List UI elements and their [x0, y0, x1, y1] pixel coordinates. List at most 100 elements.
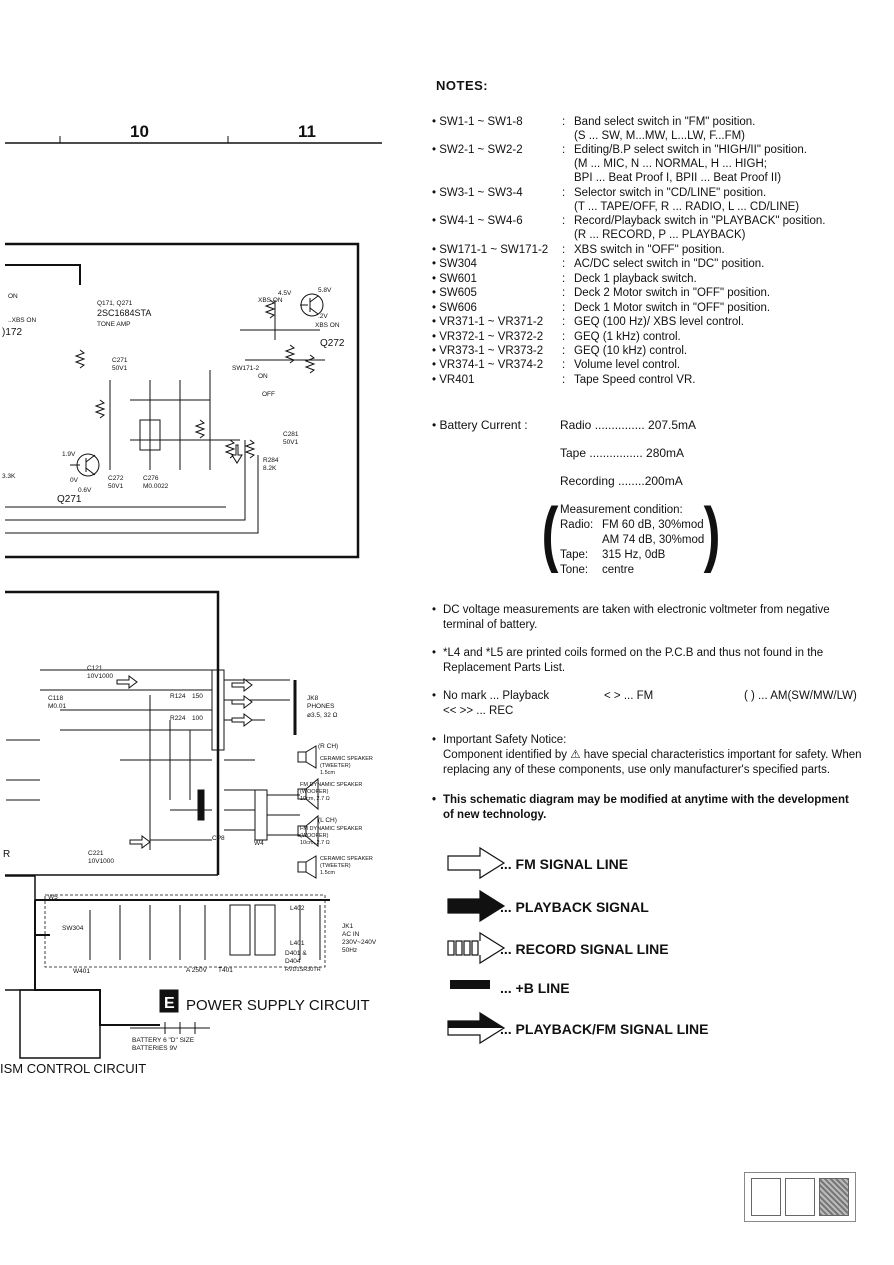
column-10-label: 10: [130, 122, 149, 141]
part-label: 8.2K: [263, 465, 277, 472]
signal-arrows: [116, 675, 253, 849]
q271-label: Q271: [57, 494, 82, 505]
paren-left: (: [541, 494, 559, 574]
voltage-label: 1.9V: [62, 451, 76, 458]
paren-right: ): [703, 494, 721, 574]
note-desc: Deck 1 playback switch.: [574, 273, 697, 285]
switch-label: SW171-2: [232, 365, 259, 372]
voltage-label: 0V: [70, 477, 79, 484]
note-colon: :: [562, 258, 566, 270]
part-label: 2SC1684STA: [97, 308, 151, 318]
note-colon: :: [562, 359, 566, 371]
part-label: D404: [285, 958, 301, 965]
note-key: • SW2-1 ~ SW2-2: [432, 144, 523, 156]
battery-recording: Recording ........200mA: [560, 474, 683, 488]
meas-radio-fm: FM 60 dB, 30%mod: [602, 519, 704, 531]
q271-transistor: [76, 453, 100, 477]
mark-fm: < > ... FM: [604, 690, 654, 702]
connector-label: W5: [48, 894, 58, 901]
part-label: 50V1: [112, 365, 128, 372]
connector-label: CP8: [212, 835, 225, 842]
safety-note: •Important Safety Notice: Component iden…: [432, 734, 862, 776]
note-key: • VR401: [432, 374, 475, 386]
part-label: D401 &: [285, 950, 307, 957]
battery-label: BATTERIES 9V: [132, 1045, 178, 1052]
safety-title: Important Safety Notice:: [443, 734, 567, 746]
note-desc: Tape Speed control VR.: [574, 374, 696, 386]
measurement-block: Measurement condition: Radio: FM 60 dB, …: [560, 503, 710, 578]
meas-tone-value: centre: [602, 564, 634, 576]
speaker-label: FM DYNAMIC SPEAKER: [300, 782, 362, 788]
channel-label: (R CH): [318, 743, 338, 750]
part-label: L402: [290, 905, 305, 912]
battery-label: BATTERY 6 "D" SIZE: [132, 1037, 195, 1044]
note-desc: (M ... MIC, N ... NORMAL, H ... HIGH;: [574, 158, 767, 170]
note-desc: Deck 2 Motor switch in "OFF" position.: [574, 287, 771, 299]
jack-label: 230V~240V: [342, 939, 377, 946]
resistor-group: [74, 299, 325, 470]
coils-note: •*L4 and *L5 are printed coils formed on…: [432, 646, 858, 676]
switch-label: SW304: [62, 925, 84, 932]
note-colon: :: [562, 331, 566, 343]
part-label: 50V1: [108, 483, 124, 490]
modify-note: •This schematic diagram may be modified …: [432, 793, 858, 823]
note-colon: :: [562, 345, 566, 357]
note-key: • VR372-1 ~ VR372-2: [432, 331, 544, 343]
note-colon: :: [562, 144, 566, 156]
part-label: R124: [170, 693, 186, 700]
part-label: 50V1: [283, 439, 299, 446]
switch-label: OFF: [262, 391, 275, 398]
battery-tape: Tape ................ 280mA: [560, 446, 685, 460]
meas-radio-am: AM 74 dB, 30%mod: [602, 534, 705, 546]
measurement-title: Measurement condition:: [560, 504, 683, 516]
note-colon: :: [562, 316, 566, 328]
jack-label: JK8: [307, 695, 319, 702]
speaker-label: 1.5cm: [320, 770, 335, 776]
note-desc: Volume level control.: [574, 359, 681, 371]
connector-label: W4: [254, 840, 264, 847]
column-11-label: 11: [298, 122, 316, 141]
jack-label: PHONES: [307, 703, 335, 710]
speaker-label: (TWEETER): [320, 763, 351, 769]
dc-note-text: DC voltage measurements are taken with e…: [443, 604, 830, 631]
note-colon: :: [562, 187, 566, 199]
note-desc: Editing/B.P select switch in "HIGH/II" p…: [574, 144, 807, 156]
note-desc: (S ... SW, M...MW, L...LW, F...FM): [574, 130, 746, 142]
note-desc: AC/DC select switch in "DC" position.: [574, 258, 765, 270]
part-label: C271: [112, 357, 128, 364]
speaker-label: 1.5cm: [320, 870, 335, 876]
part-label: C276: [143, 475, 159, 482]
safety-body: Component identified by ⚠ have special c…: [443, 749, 862, 776]
on-label: ON: [8, 293, 18, 300]
note-colon: :: [562, 244, 566, 256]
connector-label: W401: [73, 968, 90, 975]
solid-arrow-icon: [447, 889, 506, 923]
battery-radio: Radio ............... 207.5mA: [560, 418, 697, 432]
part-label: C281: [283, 431, 299, 438]
mark-rec: << >> ... REC: [443, 705, 514, 717]
r-label: R: [3, 849, 10, 860]
notes-title: NOTES:: [436, 78, 489, 93]
signal-arrow: [231, 444, 243, 464]
e-letter: E: [164, 995, 175, 1012]
part-label: 10V1000: [88, 858, 114, 865]
b-line-icon: [450, 980, 490, 989]
jack-label: 50Hz: [342, 947, 357, 954]
note-desc: (T ... TAPE/OFF, R ... RADIO, L ... CD/L…: [574, 201, 800, 213]
voltage-label: .2V: [318, 313, 328, 320]
voltage-label: 5.8V: [318, 287, 332, 294]
part-label: M0.0022: [143, 483, 169, 490]
power-box: [19, 989, 101, 1059]
legend-record-label: ... RECORD SIGNAL LINE: [500, 941, 669, 957]
mark-playback: No mark ... Playback: [443, 690, 550, 702]
note-desc: (R ... RECORD, P ... PLAYBACK): [574, 229, 746, 241]
dc-note: •DC voltage measurements are taken with …: [432, 603, 858, 633]
speaker-label: (WOOFER): [300, 789, 329, 795]
ism-control-title: ISM CONTROL CIRCUIT: [0, 1061, 146, 1076]
note-key: • VR373-1 ~ VR373-2: [432, 345, 544, 357]
meas-tape-key: Tape:: [560, 549, 589, 561]
tone-label: TONE AMP: [97, 321, 130, 328]
schematic-diagram: Q171, Q271 2SC1684STA TONE AMP Q272 Q271…: [0, 136, 382, 1076]
note-key: • SW3-1 ~ SW3-4: [432, 187, 523, 199]
channel-label: (L CH): [318, 817, 337, 824]
